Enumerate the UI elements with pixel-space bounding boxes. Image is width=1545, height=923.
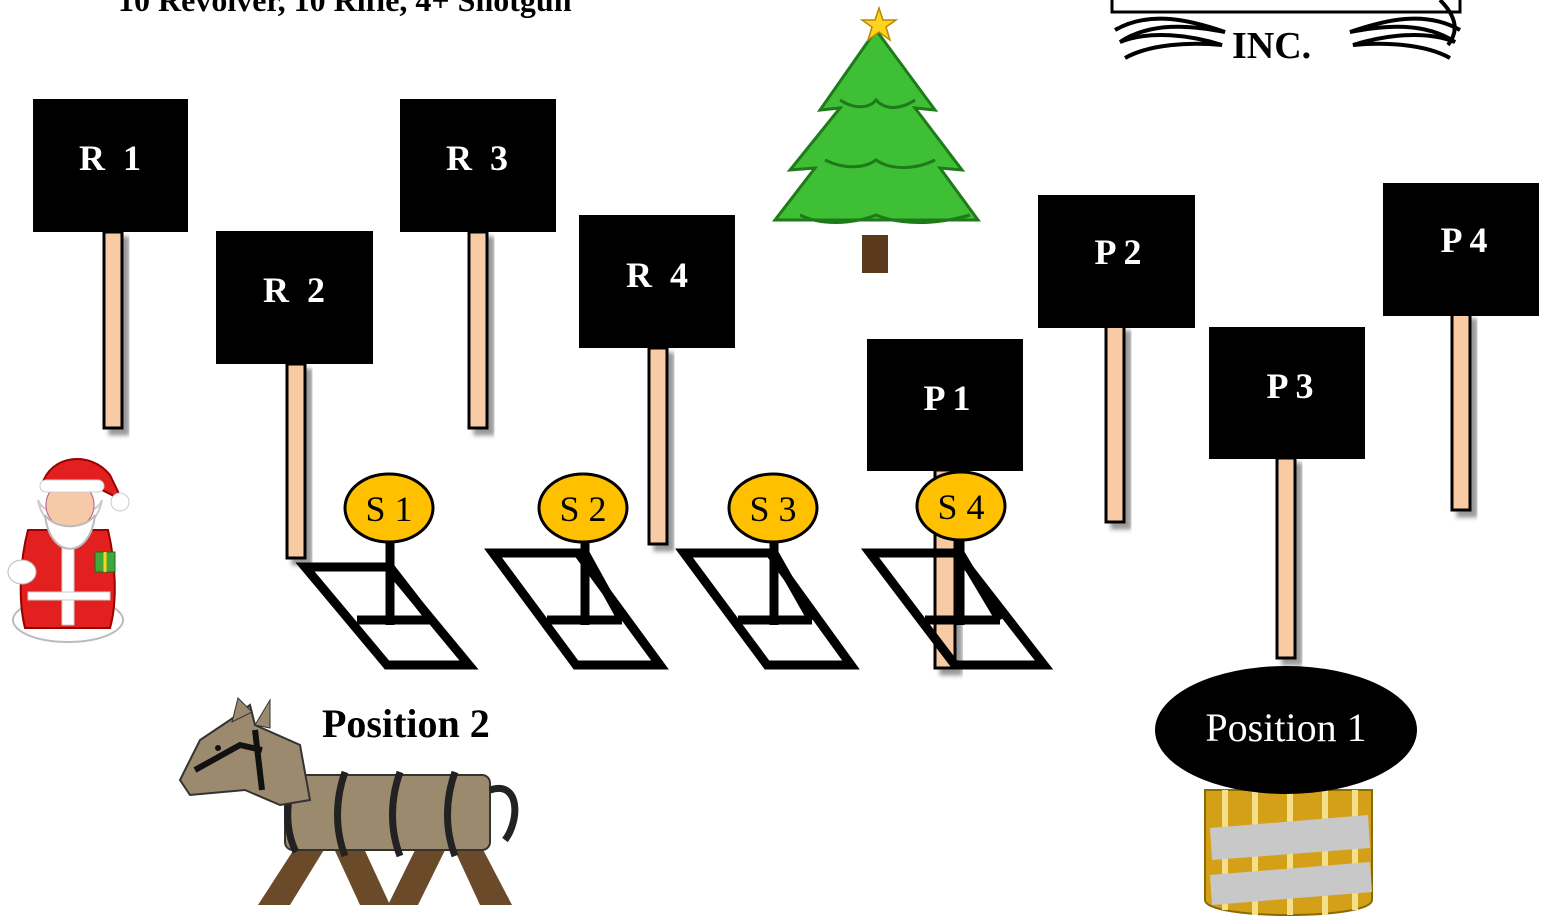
post	[467, 230, 489, 430]
sign-r1	[33, 99, 188, 232]
rifle-signs: R 1 R 2 R 3 R 4	[33, 99, 735, 364]
sign-r4	[579, 215, 735, 348]
stand-s4	[860, 540, 1054, 670]
post	[285, 362, 307, 560]
sign-r4-label: R 4	[626, 255, 688, 295]
header-text: 10 Revolver, 10 Rifle, 4+ Shotgun	[118, 0, 572, 18]
post	[1275, 456, 1297, 660]
shotgun-targets: S 1 S 2 S 3 S 4	[343, 470, 1007, 544]
sign-p2	[1038, 195, 1195, 328]
sign-p2-label: P 2	[1094, 232, 1141, 272]
sign-p1-label: P 1	[923, 378, 970, 418]
position-1-marker	[1155, 666, 1417, 794]
sign-p1	[867, 339, 1023, 471]
sign-r3	[400, 99, 556, 232]
target-s1	[343, 472, 435, 544]
sign-p3-label: P 3	[1266, 366, 1313, 406]
post	[1450, 312, 1472, 512]
stand-s1	[295, 540, 479, 670]
target-s4	[915, 470, 1007, 542]
sign-r3-label: R 3	[446, 138, 508, 178]
post	[647, 346, 669, 546]
shotgun-stands	[295, 540, 1054, 670]
target-s3-label: S 3	[749, 489, 796, 529]
target-s2	[537, 472, 629, 544]
barrel-icon	[1204, 789, 1373, 916]
logo-text: INC.	[1232, 25, 1311, 67]
target-s1-label: S 1	[365, 489, 412, 529]
logo: INC.	[1110, 0, 1462, 67]
sign-p3	[1209, 327, 1365, 459]
position-1-label: Position 1	[1205, 705, 1367, 750]
stand-s2	[484, 540, 669, 670]
wooden-horse-icon	[178, 697, 519, 905]
target-s3	[727, 472, 819, 544]
christmas-tree-icon	[771, 5, 981, 273]
post	[1104, 324, 1126, 524]
position-2-label: Position 2	[322, 701, 490, 746]
pistol-signs: P 1 P 2 P 3 P 4	[867, 183, 1539, 471]
sign-r2	[216, 231, 373, 364]
target-s4-label: S 4	[937, 487, 984, 527]
stand-s3	[675, 540, 860, 670]
sign-r2-label: R 2	[263, 270, 325, 310]
santa-icon	[7, 458, 130, 643]
sign-p4-label: P 4	[1440, 220, 1487, 260]
post	[102, 230, 124, 430]
sign-p4	[1383, 183, 1539, 316]
target-s2-label: S 2	[559, 489, 606, 529]
sign-r1-label: R 1	[79, 138, 141, 178]
